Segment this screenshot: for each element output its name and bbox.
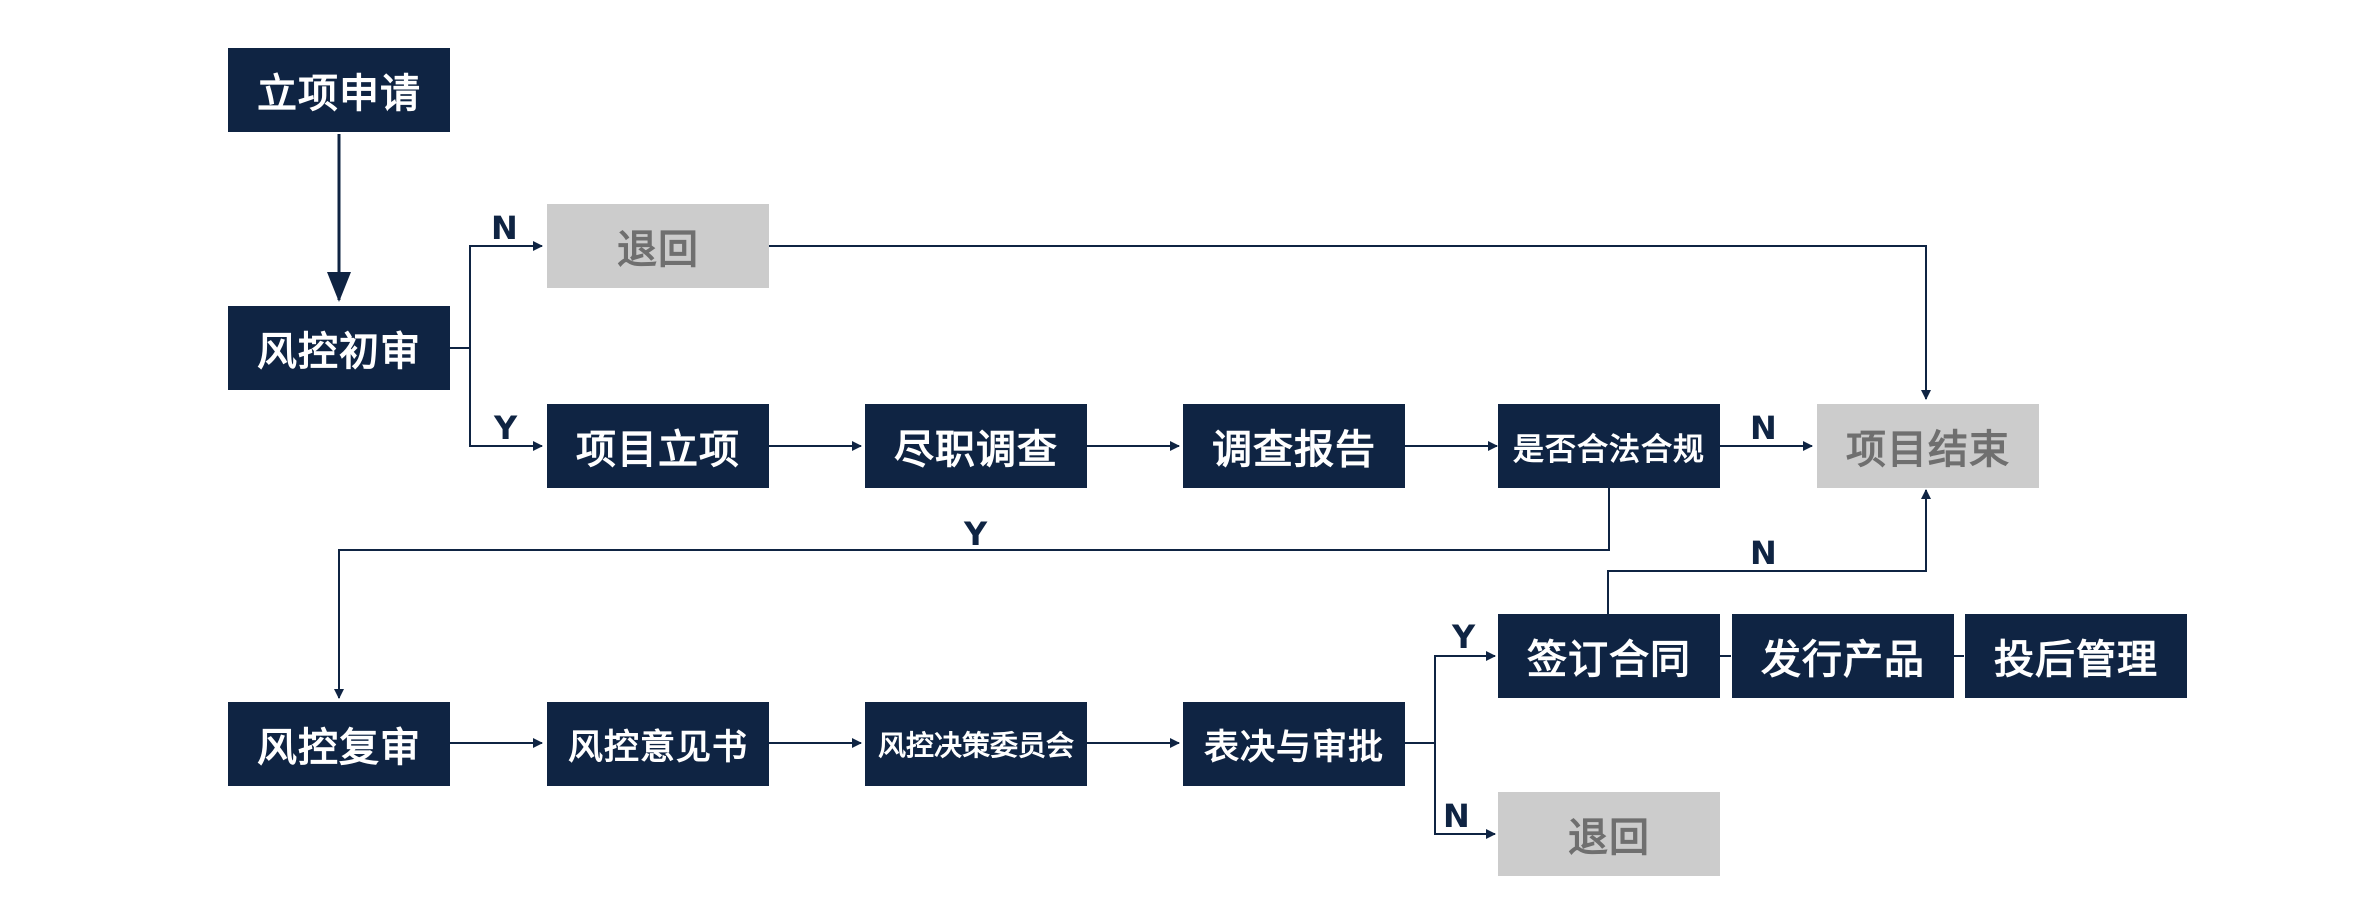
branch-label-vote-yes: Y (1452, 618, 1476, 656)
branch-label-initial-no: N (491, 209, 518, 247)
node-post-investment-management: 投后管理 (1965, 614, 2187, 698)
node-compliance-check-label: 是否合法合规 (1513, 431, 1705, 468)
node-project-application-label: 立项申请 (257, 71, 421, 117)
branch-label-contract-no: N (1750, 534, 1777, 572)
node-investigation-report: 调查报告 (1183, 404, 1405, 488)
arrow-vote-yes (1434, 651, 1496, 743)
node-investigation-report-label: 调查报告 (1212, 427, 1376, 473)
node-issue-product: 发行产品 (1732, 614, 1954, 698)
node-return-top: 退回 (547, 204, 769, 288)
node-vote-and-approval-label: 表决与审批 (1203, 727, 1384, 768)
node-due-diligence: 尽职调查 (865, 404, 1087, 488)
node-due-diligence-label: 尽职调查 (894, 427, 1058, 473)
node-project-end: 项目结束 (1817, 404, 2039, 488)
node-project-establishment: 项目立项 (547, 404, 769, 488)
branch-label-compliance-no: N (1750, 409, 1777, 447)
node-sign-contract-label: 签订合同 (1527, 637, 1691, 683)
node-vote-and-approval: 表决与审批 (1183, 702, 1405, 786)
node-sign-contract: 签订合同 (1498, 614, 1720, 698)
arrow-contract-no (1607, 489, 1931, 614)
node-issue-product-label: 发行产品 (1761, 637, 1925, 683)
branch-label-vote-no: N (1443, 797, 1470, 835)
node-risk-decision-committee-label: 风控决策委员会 (877, 729, 1074, 762)
node-risk-re-review-label: 风控复审 (257, 725, 421, 771)
arrow-compliance-yes (334, 488, 1610, 699)
node-return-bottom-label: 退回 (1568, 815, 1650, 861)
arrow-initial-review-no (469, 241, 543, 348)
node-post-investment-management-label: 投后管理 (1994, 637, 2158, 683)
node-risk-re-review: 风控复审 (228, 702, 450, 786)
node-return-top-label: 退回 (617, 227, 699, 273)
arrow-initial-review-yes (469, 348, 543, 451)
node-compliance-check: 是否合法合规 (1498, 404, 1720, 488)
node-risk-initial-review: 风控初审 (228, 306, 450, 390)
branch-label-compliance-yes: Y (964, 515, 988, 553)
node-risk-decision-committee: 风控决策委员会 (865, 702, 1087, 786)
node-risk-opinion-letter: 风控意见书 (547, 702, 769, 786)
node-project-end-label: 项目结束 (1846, 427, 2010, 473)
arrow-vote-no (1434, 743, 1496, 839)
node-project-application: 立项申请 (228, 48, 450, 132)
node-project-establishment-label: 项目立项 (576, 427, 740, 473)
branch-label-initial-yes: Y (494, 409, 518, 447)
node-risk-initial-review-label: 风控初审 (257, 329, 421, 375)
arrow-return-to-project-end (769, 245, 1931, 400)
node-risk-opinion-letter-label: 风控意见书 (567, 727, 748, 768)
node-return-bottom: 退回 (1498, 792, 1720, 876)
